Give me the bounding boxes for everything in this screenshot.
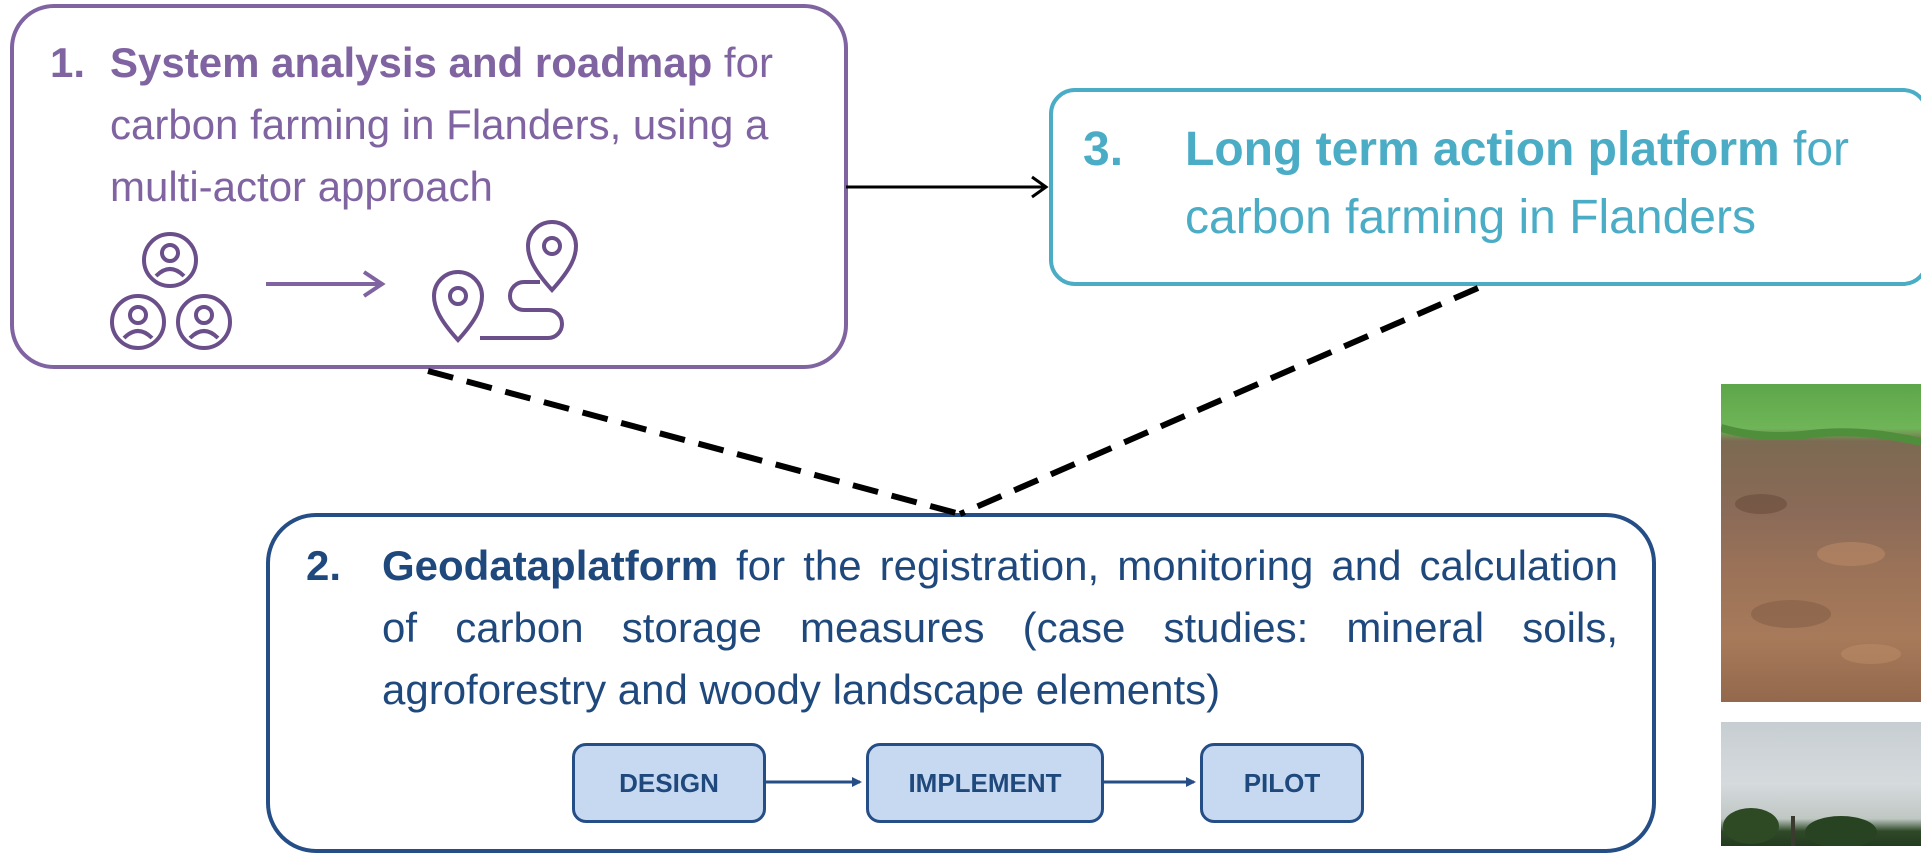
action-platform-number: 3.: [1083, 123, 1124, 176]
soil-texture: [1721, 424, 1921, 664]
tree-silhouettes: [1723, 808, 1877, 846]
action-platform-title-bold: Long term action platform: [1185, 123, 1780, 176]
geodata-title-rest: for the registration, monitoring and cal…: [382, 542, 1618, 713]
roadmap-title-bold: System analysis and roadmap: [110, 39, 713, 86]
roadmap-number: 1.: [50, 39, 86, 86]
step-implement: IMPLEMENT: [866, 743, 1104, 823]
step-pilot: PILOT: [1200, 743, 1364, 823]
roadmap-title-rest: for carbon farming in Flanders, using a …: [110, 39, 773, 210]
geodata-box: 2. Geodataplatform for the registration,…: [266, 513, 1656, 853]
geodata-number: 2.: [306, 542, 342, 589]
geodata-text: Geodataplatform for the registration, mo…: [382, 535, 1618, 721]
roadmap-box: 1. System analysis and roadmap for carbo…: [10, 4, 848, 369]
geodata-title-bold: Geodataplatform: [382, 542, 719, 589]
dashed-link-roadmap-geodata: [427, 368, 961, 517]
action-platform-box: 3. Long term action platform for carbon …: [1049, 88, 1921, 286]
step-design: DESIGN: [572, 743, 766, 823]
arrow-roadmap-to-platform: [846, 175, 1049, 199]
dashed-link-platform-geodata: [958, 285, 1480, 517]
action-platform-text: Long term action platform for carbon far…: [1185, 116, 1921, 252]
agroforestry-photo: [1721, 722, 1921, 846]
soil-profile-photo: [1721, 384, 1921, 702]
roadmap-text: System analysis and roadmap for carbon f…: [110, 32, 830, 218]
action-platform-title-rest: for carbon farming in Flanders: [1185, 123, 1850, 244]
